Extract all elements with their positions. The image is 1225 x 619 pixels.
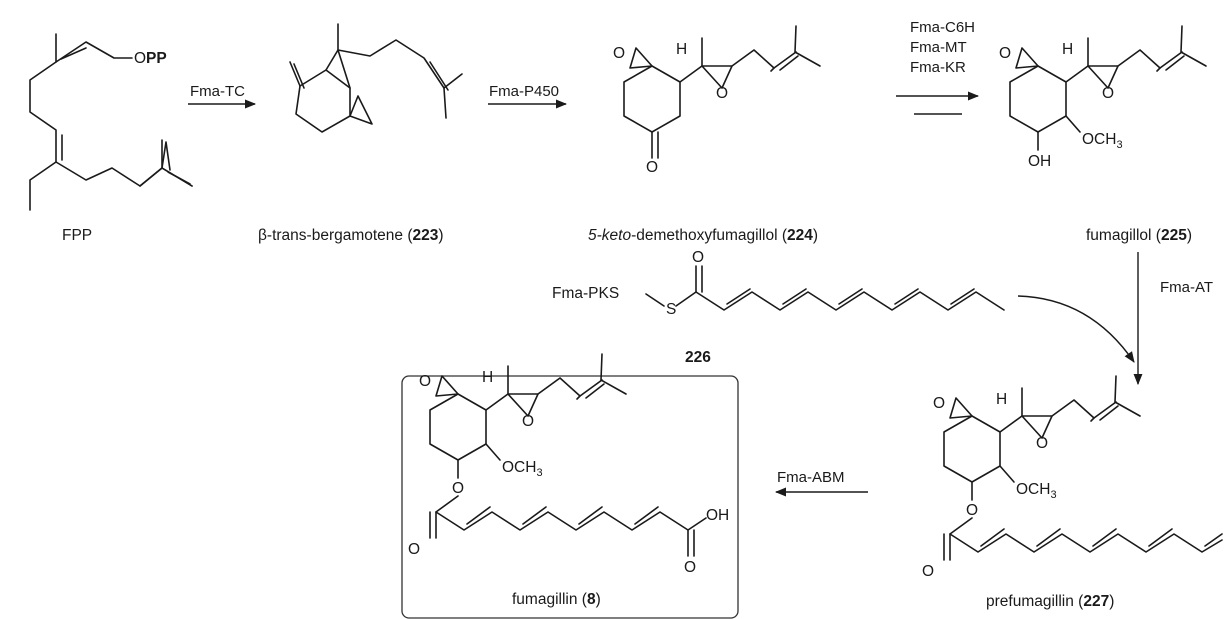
thioester-sulfur: S <box>666 301 676 318</box>
step-arrow-p450: Fma-P450 <box>488 83 568 109</box>
hydroxyl-225: OH <box>1028 153 1051 170</box>
methoxy-8: OCH3 <box>502 459 543 479</box>
fpp-structure: O PP FPP <box>29 33 193 244</box>
ketone-oxygen: O <box>646 159 658 176</box>
epoxide-oxygen-227: O <box>933 395 945 412</box>
epoxide-oxygen-225: O <box>999 45 1011 62</box>
step-arrow-abm: Fma-ABM <box>774 469 868 497</box>
label-bergamotene: β-trans-bergamotene (223) <box>258 227 444 244</box>
carbonyl-oxygen-8: O <box>408 541 420 558</box>
epoxide-oxygen-8: O <box>419 373 431 390</box>
enzyme-fma-tc: Fma-TC <box>190 83 245 100</box>
sidechain-oxygen-227: O <box>1036 435 1048 452</box>
enzyme-fma-abm: Fma-ABM <box>777 469 845 486</box>
methoxy-227: OCH3 <box>1016 481 1057 501</box>
thioester-oxygen: O <box>692 249 704 266</box>
fumagillol-structure: O H O OCH3 OH fumagillol (225) <box>999 25 1207 244</box>
bergamotene-structure: β-trans-bergamotene (223) <box>258 23 463 244</box>
enzyme-fma-mt: Fma-MT <box>910 39 967 56</box>
label-fumagillol: fumagillol (225) <box>1086 227 1192 244</box>
hydrogen-8: H <box>482 369 493 386</box>
prefumagillin-structure: O H O OCH3 O O prefumagillin (227) <box>922 375 1223 610</box>
epoxide-oxygen-224: O <box>613 45 625 62</box>
label-fumagillin: fumagillin (8) <box>512 591 601 608</box>
methoxy-225: OCH3 <box>1082 131 1123 151</box>
acid-carbonyl-oxygen: O <box>684 559 696 576</box>
enzyme-fma-at: Fma-AT <box>1160 279 1213 296</box>
hydrogen-225: H <box>1062 41 1073 58</box>
carbonyl-oxygen-227: O <box>922 563 934 580</box>
opp-oxygen: O <box>134 50 146 67</box>
pks-thioester-structure: Fma-PKS S O 226 <box>552 249 1005 366</box>
acid-hydroxyl: OH <box>706 507 729 524</box>
ketodemethoxyfumagillol-structure: O H O O 5-keto-demethoxyfumagillol (224) <box>588 25 821 244</box>
step-arrow-at: Fma-AT <box>1017 252 1213 386</box>
enzyme-fma-c6h: Fma-C6H <box>910 19 975 36</box>
step-arrow-tc: Fma-TC <box>188 83 257 109</box>
sidechain-oxygen-225: O <box>1102 85 1114 102</box>
label-226: 226 <box>685 349 711 366</box>
enzyme-fma-kr: Fma-KR <box>910 59 966 76</box>
ester-oxygen-8: O <box>452 480 464 497</box>
ester-oxygen-227: O <box>966 502 978 519</box>
hydrogen-224: H <box>676 41 687 58</box>
opp-pyrophosphate: PP <box>146 50 167 67</box>
fumagillin-box: O H O OCH3 O O OH O fumagillin (8) <box>401 353 739 619</box>
sidechain-oxygen-224: O <box>716 85 728 102</box>
label-fpp: FPP <box>62 227 92 244</box>
enzyme-fma-p450: Fma-P450 <box>489 83 559 100</box>
label-prefumagillin: prefumagillin (227) <box>986 593 1114 610</box>
hydrogen-227: H <box>996 391 1007 408</box>
step-arrow-c6h-mt-kr: Fma-C6H Fma-MT Fma-KR <box>896 19 980 115</box>
pks-label: Fma-PKS <box>552 285 619 302</box>
sidechain-oxygen-8: O <box>522 413 534 430</box>
label-ketodemethoxyfumagillol: 5-keto-demethoxyfumagillol (224) <box>588 227 818 244</box>
